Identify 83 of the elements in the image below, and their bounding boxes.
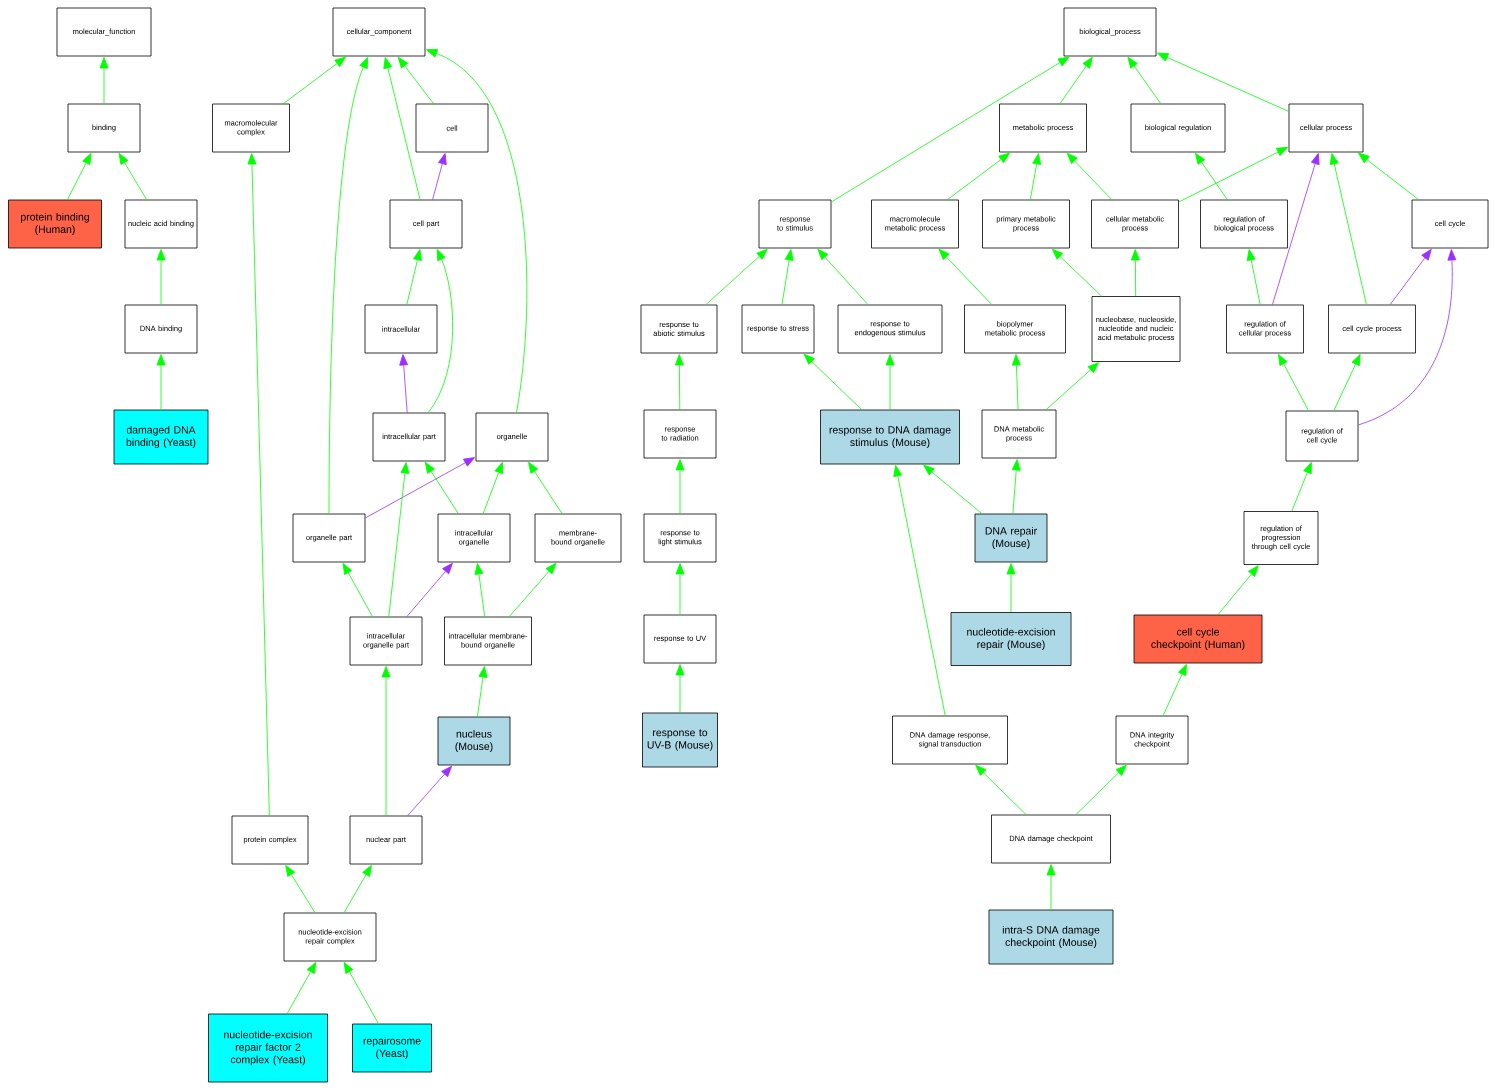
term-box-highlighted: DNA repair (Mouse): [974, 513, 1048, 563]
term-box-highlighted: intra-S DNA damage checkpoint (Mouse): [988, 909, 1114, 965]
arrow: [342, 563, 373, 617]
arrow: [426, 49, 528, 413]
arrow: [705, 248, 768, 305]
arrow: [1329, 153, 1367, 305]
arrow: [1389, 248, 1432, 305]
arrow: [1178, 146, 1288, 203]
arrow: [528, 461, 563, 514]
arrow: [1011, 459, 1021, 514]
arrow: [1162, 664, 1187, 716]
arrow: [99, 57, 109, 104]
arrow: [118, 153, 147, 200]
arrow: [885, 354, 895, 410]
arrow: [1333, 354, 1361, 411]
term-box-highlighted: nucleotide-excision repair (Mouse): [950, 612, 1072, 666]
arrow: [675, 459, 685, 514]
arrow: [1029, 153, 1042, 200]
arrow: [1246, 249, 1261, 305]
arrow: [343, 865, 372, 913]
arrow: [781, 249, 794, 305]
arrow: [1358, 152, 1419, 200]
arrow: [1358, 249, 1457, 426]
arrow: [343, 962, 379, 1024]
arrow: [407, 765, 452, 816]
arrow: [247, 153, 270, 816]
arrow: [893, 465, 946, 716]
arrow: [406, 562, 453, 617]
arrow: [1278, 354, 1309, 411]
term-box-highlighted: response to DNA damage stimulus (Mouse): [820, 409, 960, 465]
arrow: [406, 249, 422, 305]
term-box-highlighted: response to UV-B (Mouse): [642, 712, 718, 768]
arrow: [938, 248, 993, 305]
arrow: [1051, 248, 1102, 297]
arrow: [156, 354, 166, 410]
arrow: [482, 462, 503, 514]
term-box-highlighted: nucleotide-excision repair factor 2 complex (Yeast): [208, 1013, 328, 1083]
arrow: [1045, 362, 1099, 410]
term-box-highlighted: repairosome (Yeast): [352, 1023, 432, 1073]
term-box-highlighted: damaged DNA binding (Yeast): [113, 409, 209, 465]
arrow: [1127, 56, 1162, 104]
arrow: [286, 962, 317, 1014]
arrow: [975, 764, 1027, 815]
arrow: [1075, 764, 1127, 815]
arrow: [674, 354, 684, 410]
arrow: [1217, 565, 1259, 615]
arrow: [1059, 56, 1093, 104]
arrow: [67, 153, 92, 200]
arrow: [283, 56, 346, 104]
arrow: [923, 464, 983, 514]
arrow: [1130, 249, 1140, 297]
arrow: [1006, 563, 1016, 613]
arrow: [817, 248, 869, 305]
arrow: [1157, 52, 1289, 112]
term-box-highlighted: nucleus (Mouse): [437, 716, 511, 766]
arrow: [803, 353, 862, 410]
arrow: [675, 664, 685, 713]
arrow: [1291, 462, 1312, 512]
arrow: [1046, 864, 1056, 910]
arrow: [1066, 152, 1113, 200]
arrow: [328, 57, 369, 514]
arrow: [1195, 152, 1228, 200]
arrow: [831, 56, 1070, 203]
arrow: [675, 563, 685, 615]
arrow: [388, 462, 410, 617]
arrow: [477, 666, 488, 717]
term-box-highlighted: protein binding (Human): [8, 199, 102, 249]
arrow: [424, 461, 459, 514]
arrow: [156, 249, 166, 305]
arrow: [474, 563, 486, 617]
arrow: [427, 249, 453, 413]
arrow: [508, 562, 557, 617]
arrow: [381, 666, 391, 816]
arrow: [947, 152, 1010, 200]
term-box-highlighted: cell cycle checkpoint (Human): [1133, 614, 1263, 664]
arrow: [397, 56, 434, 104]
arrow: [399, 354, 409, 413]
arrow: [1011, 354, 1021, 410]
arrow: [383, 57, 421, 200]
arrow: [1272, 153, 1320, 305]
arrow: [285, 865, 316, 913]
arrow: [432, 153, 447, 200]
arrow: [365, 457, 475, 519]
